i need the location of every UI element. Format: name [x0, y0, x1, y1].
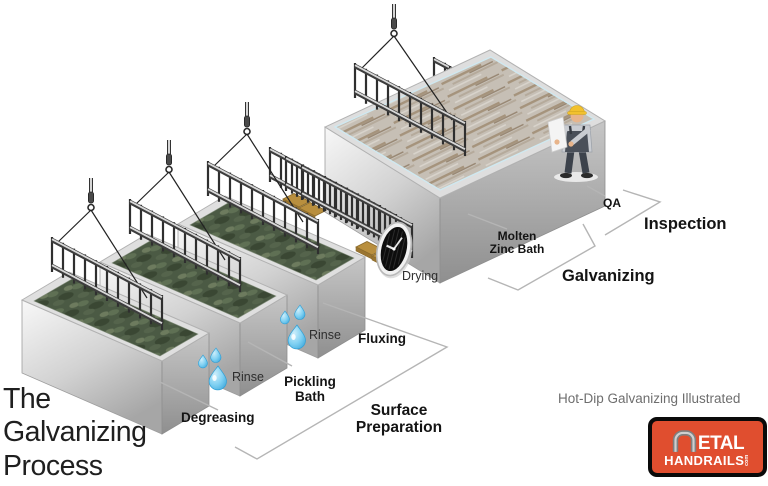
- leader-molten-zinc: [467, 213, 508, 230]
- label-degreasing: Degreasing: [181, 410, 255, 425]
- logo-text-handrails: HANDRAILS: [664, 453, 745, 468]
- bracket-galvanizing: [487, 223, 596, 291]
- handrail-m-icon: [672, 430, 697, 452]
- label-galvanizing: Galvanizing: [562, 267, 655, 285]
- bracket-surface-preparation: [234, 302, 449, 460]
- label-rinse-1: Rinse: [232, 370, 264, 384]
- label-drying: Drying: [402, 269, 439, 283]
- diagram-title: The Galvanizing Process: [3, 383, 147, 482]
- rinse-2-water-drop-icon: [279, 304, 306, 350]
- caption-hot-dip: Hot-Dip Galvanizing Illustrated: [558, 391, 741, 406]
- label-inspection: Inspection: [644, 215, 727, 233]
- leader-pickling: [247, 341, 293, 367]
- hoist-zinc-bath: [360, 3, 453, 121]
- clock-icon: [375, 221, 413, 279]
- bracket-inspection: [604, 189, 662, 236]
- label-rinse-2: Rinse: [309, 328, 341, 342]
- logo-text-metal: ETAL: [697, 433, 745, 454]
- rinse-1-water-drop-icon: [197, 347, 227, 391]
- leader-qa: [586, 185, 606, 197]
- metal-handrails-logo: ETAL HANDRAILS com: [648, 417, 767, 477]
- inspector-worker-figure: [547, 105, 598, 182]
- label-molten-zinc-bath: Molten Zinc Bath: [489, 229, 545, 257]
- logo-text-tld: com: [744, 454, 751, 467]
- label-surface-preparation: Surface Preparation: [355, 402, 443, 437]
- leader-degreasing: [159, 381, 219, 411]
- label-pickling-bath: Pickling Bath: [284, 374, 336, 405]
- label-qa: QA: [603, 196, 621, 210]
- label-fluxing: Fluxing: [358, 331, 406, 346]
